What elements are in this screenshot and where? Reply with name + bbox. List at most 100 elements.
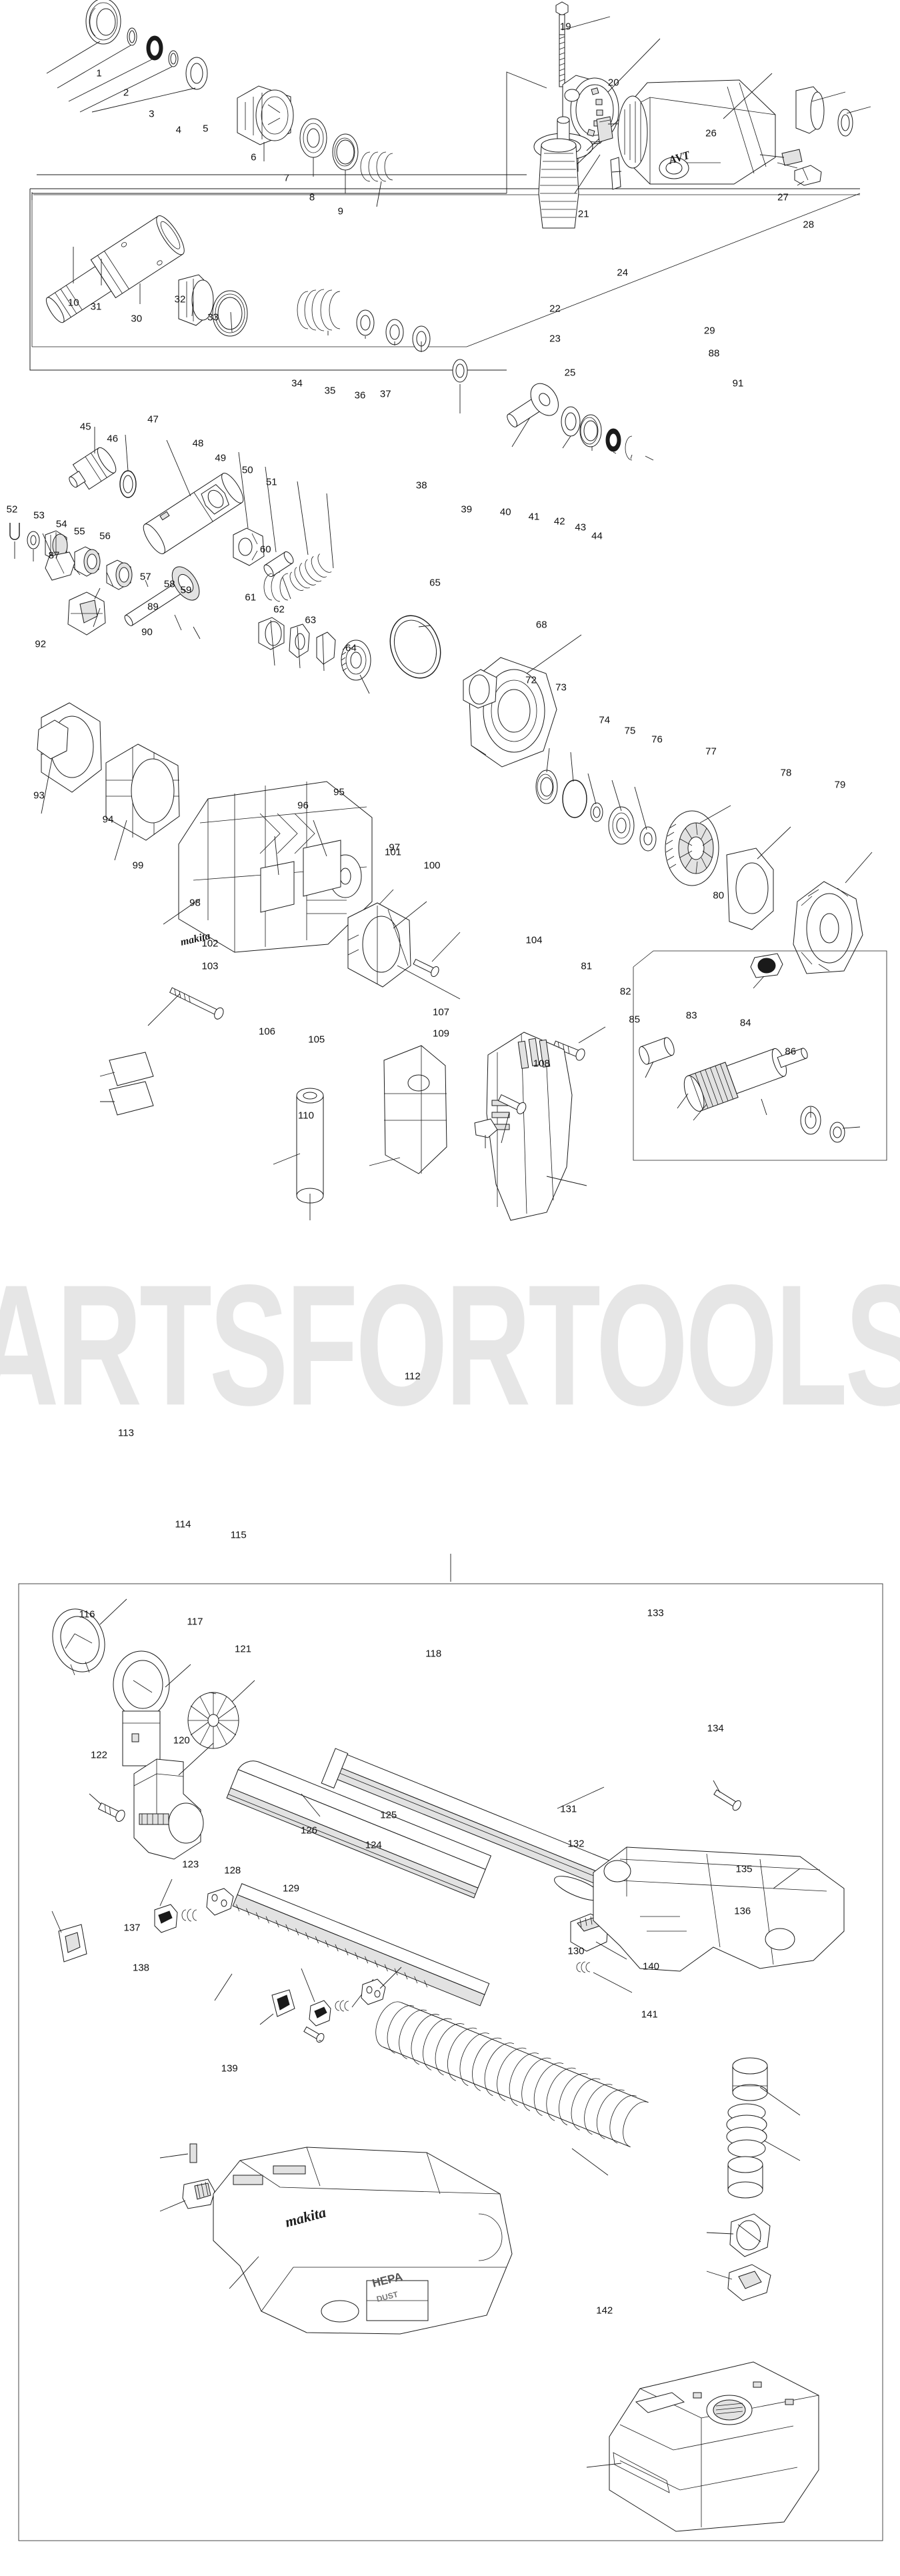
callout-23: 23 [549, 333, 561, 345]
callout-64: 64 [345, 642, 357, 654]
callout-53: 53 [33, 509, 45, 521]
callout-142: 142 [596, 2305, 613, 2317]
callout-29: 29 [703, 325, 715, 337]
callout-74: 74 [599, 714, 611, 726]
callout-77: 77 [705, 746, 717, 758]
callout-97: 97 [389, 842, 401, 854]
callout-8: 8 [309, 191, 315, 203]
callout-107: 107 [432, 1006, 450, 1018]
callout-38: 38 [415, 479, 427, 491]
callout-106: 106 [258, 1026, 276, 1038]
callout-62: 62 [273, 603, 285, 615]
callout-31: 31 [90, 301, 102, 313]
callout-141: 141 [641, 2009, 658, 2021]
callout-120: 120 [173, 1734, 190, 1746]
callout-90: 90 [141, 626, 153, 638]
callout-100: 100 [423, 860, 441, 872]
callout-32: 32 [174, 293, 186, 305]
callout-56: 56 [99, 530, 111, 542]
callout-36: 36 [354, 389, 366, 401]
callout-137: 137 [123, 1922, 141, 1933]
callout-72: 72 [525, 674, 537, 686]
callout-55: 55 [73, 525, 85, 537]
svg-text:makita: makita [283, 2204, 328, 2231]
callout-58: 58 [163, 578, 175, 590]
callout-61: 61 [245, 591, 257, 603]
callout-2: 2 [123, 87, 129, 99]
callout-33: 33 [207, 311, 219, 323]
callout-79: 79 [834, 779, 846, 791]
callout-133: 133 [647, 1607, 664, 1619]
callout-10: 10 [67, 297, 79, 309]
callout-73: 73 [555, 682, 567, 694]
callout-82: 82 [619, 986, 631, 998]
svg-text:DUST: DUST [375, 2289, 399, 2304]
callout-131: 131 [560, 1803, 577, 1815]
callout-117: 117 [187, 1616, 203, 1628]
callout-47: 47 [147, 413, 159, 425]
callout-78: 78 [780, 767, 792, 779]
callout-91: 91 [732, 377, 744, 389]
callout-21: 21 [577, 208, 589, 220]
callout-138: 138 [132, 1962, 150, 1974]
callout-63: 63 [305, 614, 317, 626]
callout-109: 109 [432, 1028, 450, 1040]
callout-116: 116 [79, 1608, 95, 1620]
callout-93: 93 [33, 790, 45, 802]
callout-113: 113 [118, 1427, 134, 1439]
callout-50: 50 [241, 464, 253, 476]
callout-136: 136 [734, 1905, 751, 1917]
svg-text:AVT: AVT [667, 149, 691, 167]
callout-104: 104 [525, 934, 543, 946]
callout-115: 115 [230, 1529, 247, 1541]
callout-6: 6 [251, 151, 257, 163]
callout-99: 99 [132, 860, 144, 872]
callout-68: 68 [535, 619, 547, 631]
callout-65: 65 [429, 577, 441, 589]
callout-5: 5 [203, 123, 209, 135]
callout-94: 94 [102, 814, 114, 826]
callout-76: 76 [651, 734, 663, 746]
callout-44: 44 [591, 530, 603, 542]
callout-52: 52 [6, 503, 18, 515]
callout-7: 7 [283, 172, 289, 184]
callout-123: 123 [182, 1858, 199, 1870]
callout-51: 51 [265, 476, 277, 488]
callout-48: 48 [192, 437, 204, 449]
callout-3: 3 [149, 108, 155, 120]
callout-46: 46 [107, 433, 119, 445]
callout-27: 27 [777, 191, 789, 203]
callout-26: 26 [705, 127, 717, 139]
callout-124: 124 [365, 1839, 382, 1851]
callout-139: 139 [221, 2063, 238, 2075]
callout-105: 105 [308, 1034, 325, 1046]
callout-83: 83 [685, 1010, 697, 1022]
callout-121: 121 [234, 1643, 252, 1655]
callout-45: 45 [79, 421, 91, 433]
callout-108: 108 [533, 1058, 550, 1070]
callout-98: 98 [189, 897, 201, 909]
callout-49: 49 [215, 452, 227, 464]
callout-88: 88 [708, 347, 720, 359]
callout-114: 114 [175, 1518, 191, 1530]
callout-95: 95 [333, 786, 345, 798]
callout-87: 87 [48, 549, 60, 561]
callout-81: 81 [581, 960, 593, 972]
callout-30: 30 [131, 313, 143, 325]
callout-42: 42 [553, 515, 565, 527]
callout-59: 59 [180, 584, 192, 596]
callout-86: 86 [785, 1046, 797, 1058]
callout-75: 75 [624, 725, 636, 737]
callout-134: 134 [707, 1722, 724, 1734]
callout-34: 34 [291, 377, 303, 389]
callout-103: 103 [201, 960, 219, 972]
watermark-text: ARTSFORTOOLS. [0, 1254, 900, 1438]
callout-132: 132 [567, 1838, 585, 1850]
callout-128: 128 [224, 1864, 241, 1876]
callout-135: 135 [735, 1863, 753, 1875]
callout-102: 102 [201, 938, 219, 950]
callout-54: 54 [55, 518, 67, 530]
callout-112: 112 [404, 1370, 421, 1382]
callout-9: 9 [337, 205, 343, 217]
callout-80: 80 [713, 890, 725, 902]
